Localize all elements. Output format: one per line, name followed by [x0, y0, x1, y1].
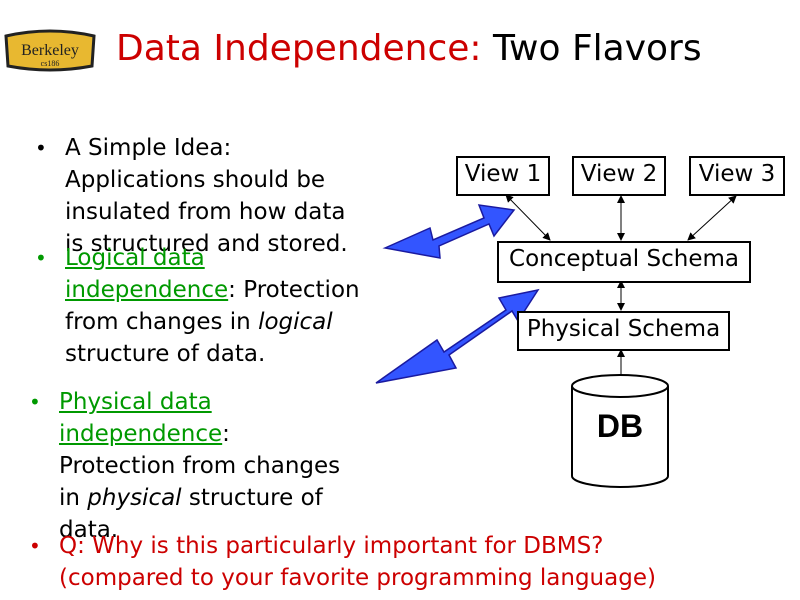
logo-course: cs186 — [41, 59, 60, 68]
physical-schema-box: Physical Schema — [517, 311, 730, 351]
physical-independence-arrow — [375, 288, 540, 384]
slide-title: Data Independence: Two Flavors — [116, 28, 702, 69]
bullet-dot: • — [35, 246, 47, 270]
db-label: DB — [596, 408, 644, 444]
bullet-line: is structured and stored. — [65, 231, 348, 257]
logical-independence-link[interactable]: Logical data — [65, 245, 205, 271]
bullet-dot: • — [35, 136, 47, 160]
bullet-text: : — [222, 421, 230, 447]
bullet-text: structure of — [181, 485, 323, 511]
bullet-line: Protection from changes — [59, 453, 341, 479]
bullet-line: insulated from how data — [65, 199, 346, 225]
view-2-box: View 2 — [572, 156, 666, 196]
logo-word: Berkeley — [21, 42, 79, 59]
berkeley-logo: Berkeley cs186 — [0, 22, 100, 78]
bullet-line: A Simple Idea: — [65, 135, 232, 161]
bullet-text: in — [59, 485, 88, 511]
bullet-dot: • — [29, 390, 41, 414]
question-line: Q: Why is this particularly important fo… — [59, 533, 604, 559]
bullet-line: structure of data. — [65, 341, 266, 367]
physical-independence-link[interactable]: Physical data — [59, 389, 212, 415]
bullet-question: • Q: Why is this particularly important … — [29, 530, 656, 594]
title-part-black: Two Flavors — [493, 28, 702, 69]
connector-view3-conceptual — [687, 195, 737, 241]
bullet-text: : Protection — [228, 277, 360, 303]
bullet-line: Applications should be — [65, 167, 326, 193]
logical-independence-arrow — [382, 204, 516, 259]
title-part-red: Data Independence: — [116, 28, 482, 69]
bullet-physical-independence: • Physical data independence: Protection… — [29, 386, 341, 546]
connector-view1-conceptual — [505, 194, 551, 241]
physical-independence-link-cont[interactable]: independence — [59, 421, 223, 447]
bullet-text: from changes in — [65, 309, 259, 335]
bullet-emphasis: physical — [87, 485, 182, 511]
question-line: (compared to your favorite programming l… — [59, 565, 656, 591]
bullet-logical-independence: • Logical data independence: Protection … — [35, 242, 360, 370]
bullet-line: data. — [59, 517, 119, 543]
view-1-box: View 1 — [456, 156, 550, 196]
bullet-emphasis: logical — [258, 309, 333, 335]
bullet-dot: • — [29, 534, 41, 558]
view-3-box: View 3 — [689, 156, 785, 196]
bullet-simple-idea: • A Simple Idea: Applications should be … — [35, 132, 348, 260]
conceptual-schema-box: Conceptual Schema — [497, 241, 751, 283]
logical-independence-link-cont[interactable]: independence — [65, 277, 229, 303]
